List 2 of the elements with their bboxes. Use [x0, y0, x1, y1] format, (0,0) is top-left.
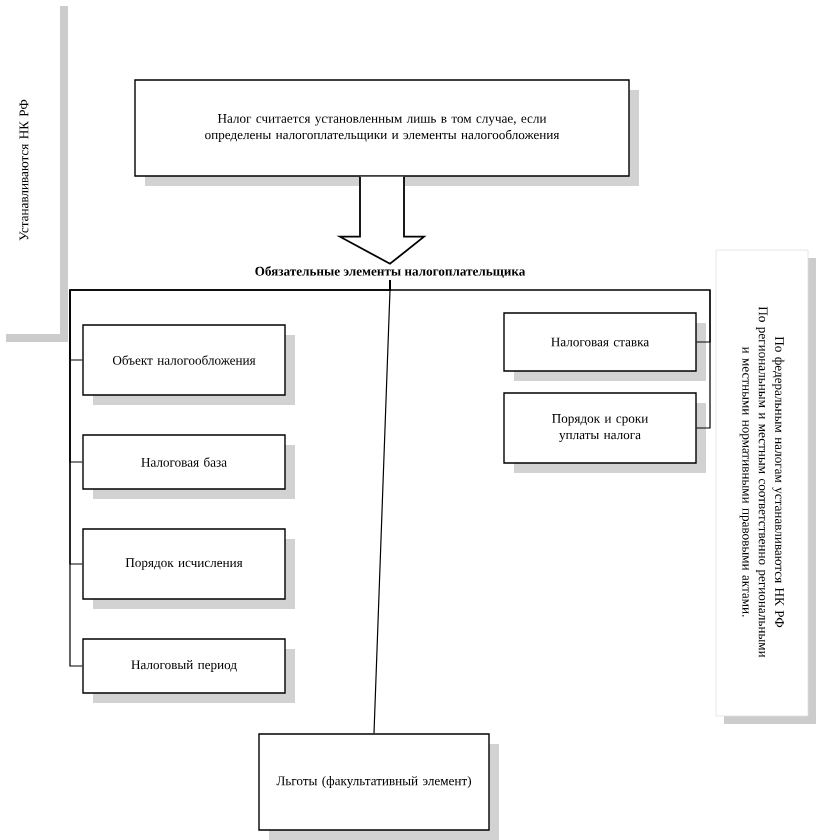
block-arrow [336, 175, 427, 265]
connector-line [373, 279, 391, 734]
